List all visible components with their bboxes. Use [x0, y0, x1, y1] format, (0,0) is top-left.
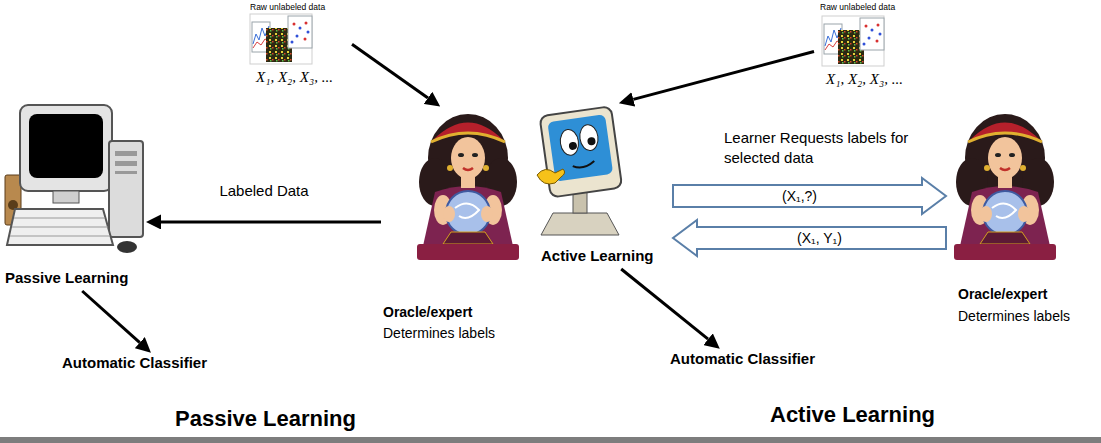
monitor-stand: [53, 191, 79, 203]
node-heading: Automatic Classifier: [670, 350, 815, 368]
classifier-node: Automatic Classifier: [668, 348, 838, 372]
node-text: X₁, X₂, X₃, ...: [826, 70, 903, 88]
flow-arrow: [161, 220, 381, 223]
key-rows: [10, 218, 110, 236]
node-heading: Automatic Classifier: [62, 354, 207, 372]
hollow-arrow: [673, 178, 946, 214]
glove-hand: [537, 169, 565, 184]
tower: [109, 141, 143, 237]
flow-arrow: [633, 52, 814, 100]
node-heading: Raw unlabeled data: [250, 2, 325, 12]
data-thumbnail: [250, 14, 312, 64]
flow-arrow: [352, 44, 428, 98]
edge-label: (X₁, Y₁): [794, 230, 845, 247]
oracle-node: Oracle/expertDetermines labels: [946, 106, 1094, 332]
node-text: Determines labels: [958, 308, 1070, 325]
keyboard: [7, 209, 113, 245]
section-title: Active Learning: [770, 401, 935, 430]
drive-slot: [115, 171, 137, 174]
flow-arrow: [82, 291, 140, 343]
eye: [578, 123, 599, 151]
edge-label: (X₁,?): [779, 188, 820, 205]
mouth: [572, 161, 594, 169]
bottom-bar: [0, 437, 1101, 443]
screen: [29, 114, 103, 178]
node-heading: Raw unlabeled data: [820, 2, 895, 12]
node-text: X₁, X₂, X₃, ...: [256, 68, 333, 86]
raw-data-node: Raw unlabeled dataX₁, X₂, X₃, ...: [246, 2, 352, 90]
drive-slot: [115, 151, 137, 156]
computer-icon: [5, 105, 143, 253]
learner-character: [537, 106, 622, 235]
flow-arrow: [621, 269, 708, 339]
oracle-figure: [417, 114, 519, 260]
oracle-figure: [954, 114, 1056, 260]
active-learner-node: Active Learning: [533, 103, 673, 269]
pupil: [587, 137, 596, 146]
monitor: [20, 105, 112, 191]
section-title: Passive Learning: [175, 405, 356, 434]
node-heading: Oracle/expert: [383, 304, 473, 321]
edge-label: Labeled Data: [216, 182, 311, 200]
node-heading: Passive Learning: [5, 269, 128, 287]
pupil: [568, 141, 577, 150]
connector-group: [82, 44, 946, 342]
oracle-node: Oracle/expertDetermines labels: [381, 106, 527, 346]
keyboard-base: [541, 213, 619, 235]
annotation-text: Learner Requests labels for selected dat…: [724, 128, 938, 167]
node-heading: Active Learning: [541, 247, 654, 265]
passive-learner-node: Passive Learning: [3, 103, 147, 291]
mouse: [117, 241, 137, 253]
hollow-arrow: [673, 220, 946, 256]
classifier-node: Automatic Classifier: [60, 352, 224, 376]
raw-data-node: Raw unlabeled dataX₁, X₂, X₃, ...: [814, 2, 922, 92]
eye: [559, 128, 580, 156]
node-heading: Oracle/expert: [958, 286, 1048, 303]
node-text: Determines labels: [383, 325, 495, 342]
drive-slot: [115, 161, 137, 166]
data-thumbnail: [822, 16, 884, 66]
